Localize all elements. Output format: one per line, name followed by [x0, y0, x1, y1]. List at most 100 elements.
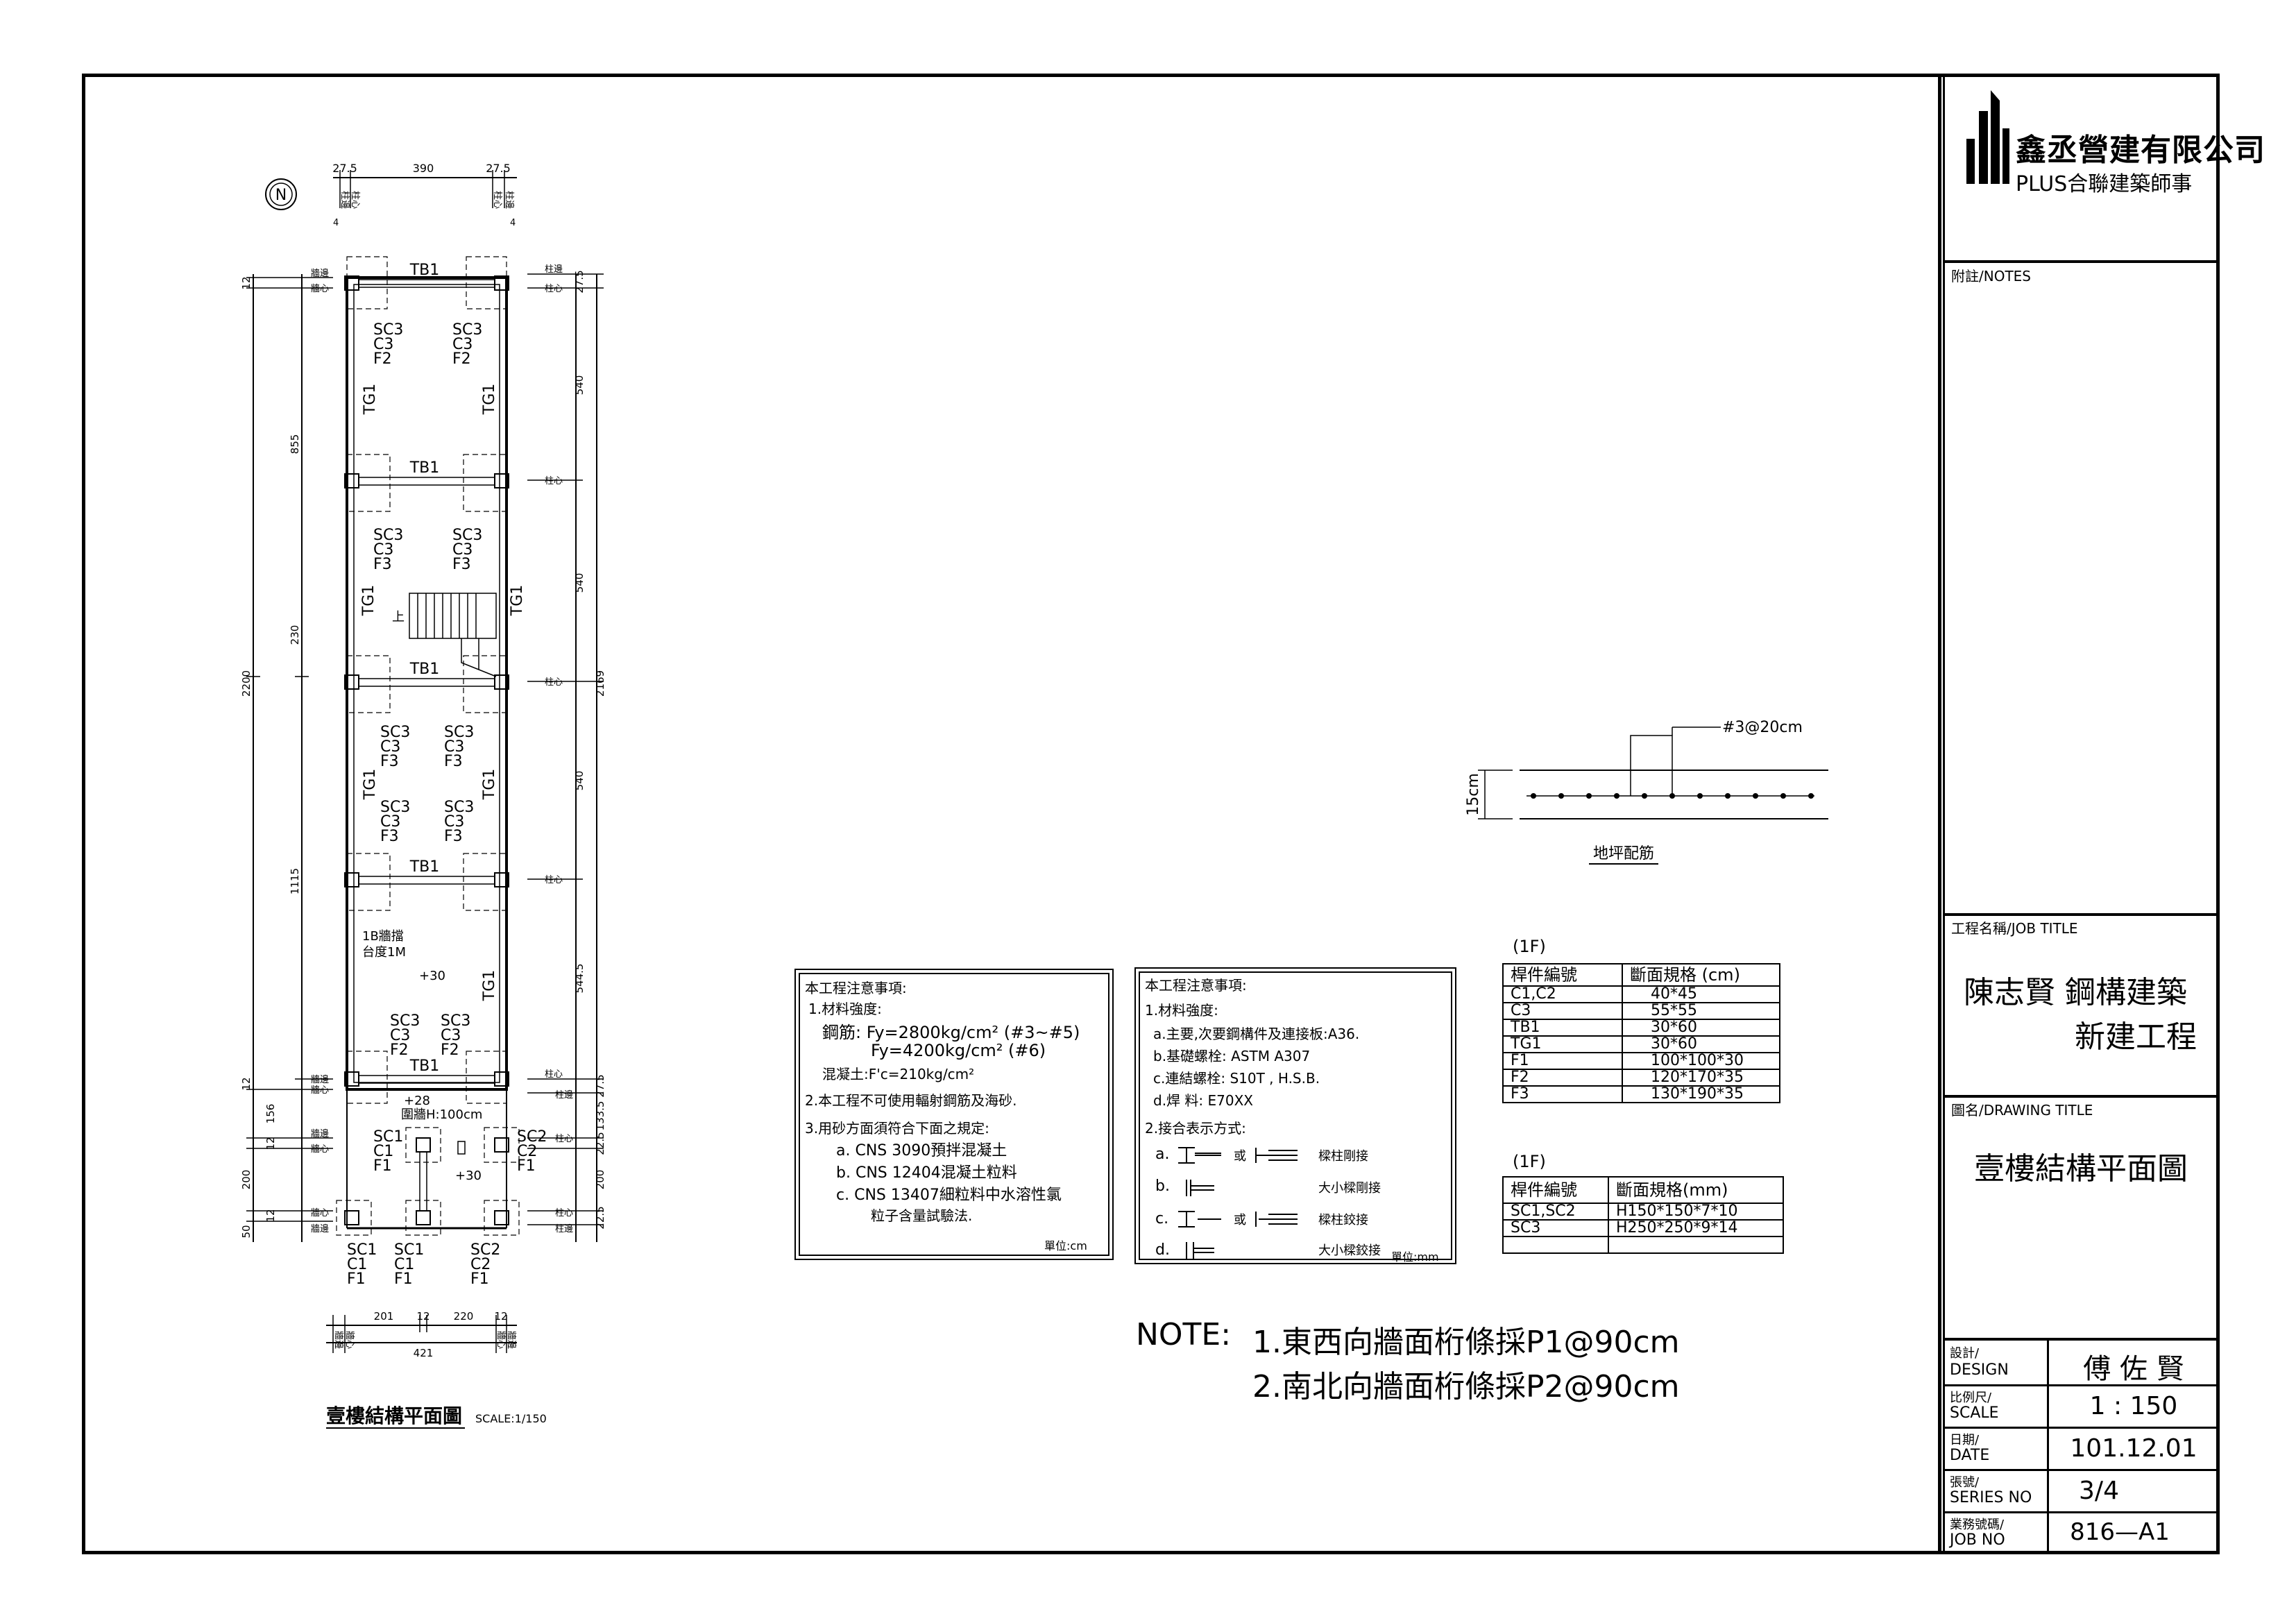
level-28: +28: [404, 1094, 430, 1108]
job-title-label: 工程名稱/JOB TITLE: [1951, 920, 2078, 937]
slab-caption: 地坪配筋: [1593, 845, 1654, 863]
col-label-12b: C2: [517, 1143, 537, 1160]
top-mark-col-edge-1: 柱邊: [339, 191, 350, 209]
joint-symbols: a. 或 樑柱剛接 b. 大小樑剛接 c. 或 樑柱鉸接 d. 大小樑鉸接: [1155, 1146, 1381, 1259]
right-mark-col-center-2: 柱心: [545, 476, 563, 486]
notes-a-line-3: Fy=4200kg/cm² (#6): [871, 1041, 1046, 1060]
col-label-2a: SC3: [452, 321, 482, 339]
notes-a-box: [794, 969, 1114, 1260]
jobno-label-top: 業務號碼/: [1950, 1518, 2005, 1532]
joint-c-mark: c.: [1155, 1210, 1168, 1227]
job-title-line1: 陳志賢 鋼構建築: [1964, 975, 2187, 1010]
series-value: 3/4: [2079, 1477, 2119, 1505]
table-rc-cell: 130*190*35: [1622, 1085, 1780, 1103]
col-label-14c: F1: [394, 1271, 413, 1288]
table-rc-header-1: 桿件編號: [1502, 963, 1623, 987]
left-dim-11: 50: [240, 1225, 253, 1238]
table-steel-cell: H150*150*7*10: [1608, 1203, 1784, 1221]
bottom-mark-wall-center-2: 牆心: [495, 1331, 506, 1349]
girder-label-6: TG1: [481, 769, 498, 800]
table-rc-caption: (1F): [1513, 937, 1546, 956]
joint-c-or: 或: [1234, 1213, 1246, 1227]
top-dim-2: 390: [413, 162, 434, 175]
joint-a-desc: 樑柱剛接: [1318, 1149, 1368, 1164]
notes-b-line-5: d.焊 料: E70XX: [1153, 1092, 1253, 1109]
notes-a-line-2: 鋼筋: Fy=2800kg/cm² (#3~#5): [822, 1023, 1080, 1042]
slab-detail: #3@20cm 15cm 地坪配筋: [1465, 719, 1828, 865]
bottom-dim-total: 421: [414, 1347, 434, 1359]
col-label-6a: SC3: [444, 724, 474, 741]
right-mark-col-center-3: 柱心: [545, 677, 563, 688]
table-rc-cell: TG1: [1502, 1035, 1623, 1053]
col-label-9c: F2: [390, 1042, 409, 1059]
left-mark-wall-center-4: 牆心: [311, 1208, 329, 1218]
right-mark-col-center-4: 柱心: [545, 875, 563, 885]
title-sep-2: [1943, 913, 2220, 916]
col-label-3c: F3: [373, 556, 392, 573]
bottom-mark-wall-center-1: 牆心: [344, 1331, 355, 1349]
col-label-6c: F3: [444, 753, 463, 770]
notes-b-line-6: 2.接合表示方式:: [1145, 1120, 1246, 1137]
level-30a: +30: [419, 969, 445, 983]
series-label-top: 張號/: [1950, 1475, 1980, 1490]
table-rc-cell: F1: [1502, 1052, 1623, 1070]
table-rc-cell: 120*170*35: [1622, 1069, 1780, 1087]
col-label-7c: F3: [380, 828, 399, 845]
notes-b-line-3: b.基礎螺栓: ASTM A307: [1153, 1048, 1311, 1064]
col-label-13a: SC1: [347, 1241, 377, 1259]
top-mark-col-center-1: 柱心: [350, 191, 360, 209]
col-label-6b: C3: [444, 738, 464, 756]
notes-a-line-5: 2.本工程不可使用輻射鋼筋及海砂.: [805, 1092, 1017, 1109]
col-label-1c: F2: [373, 350, 392, 368]
girder-label-2: TG1: [481, 384, 498, 415]
scale-label-top: 比例尺/: [1950, 1391, 1992, 1405]
notes-a-line-1: 1.材料強度:: [808, 1001, 882, 1017]
title-row-sep-3: [1943, 1469, 2220, 1471]
col-label-8c: F3: [444, 828, 463, 845]
height-h: 圍牆H:100cm: [401, 1107, 482, 1122]
table-steel-cell: SC3: [1502, 1219, 1609, 1237]
table-steel-caption: (1F): [1513, 1152, 1546, 1171]
col-label-13c: F1: [347, 1271, 366, 1288]
col-label-11c: F1: [373, 1157, 392, 1175]
scale-value: 1 : 150: [2089, 1392, 2178, 1420]
top-dim-3: 27.5: [486, 162, 511, 175]
company-name: 鑫丞營建有限公司: [2016, 133, 2265, 168]
table-steel-header-1: 桿件編號: [1502, 1176, 1609, 1204]
col-label-11a: SC1: [373, 1128, 403, 1146]
right-dim-1: 27.5: [573, 270, 586, 293]
level-30b: +30: [455, 1169, 482, 1183]
bottom-dim-4: 12: [494, 1310, 507, 1323]
height-note: 台度1M: [362, 945, 406, 960]
notes-b-line-2: a.主要,次要鋼構件及連接板:A36.: [1153, 1026, 1360, 1042]
title-rows-divider: [2047, 1338, 2049, 1554]
beam-label-5: TB1: [409, 1057, 440, 1075]
table-row: [1502, 1236, 1784, 1254]
title-sep-4: [1943, 1338, 2220, 1341]
girder-label-4: TG1: [509, 585, 526, 616]
right-mark-col-center-6: 柱心: [555, 1134, 573, 1144]
col-label-7a: SC3: [380, 799, 410, 816]
left-dim-9: 200: [240, 1170, 253, 1190]
beam-label-3: TB1: [409, 661, 440, 678]
right-dim-7: 27.5: [594, 1074, 606, 1097]
joint-d-mark: d.: [1155, 1241, 1170, 1259]
floor-plan: N 27.5 390 27.5: [240, 162, 606, 1429]
col-label-13b: C1: [347, 1256, 367, 1273]
top-mark-col-edge-2: 柱邊: [504, 191, 514, 209]
notes-a-line-6: 3.用砂方面須符合下面之規定:: [805, 1120, 989, 1137]
bottom-mark-wall-edge-1: 牆邊: [333, 1331, 343, 1349]
girder-label-3: TG1: [360, 585, 377, 616]
notes-a-unit: 單位:cm: [1044, 1239, 1087, 1252]
table-rc-cell: F2: [1502, 1069, 1623, 1087]
col-label-4b: C3: [452, 541, 473, 559]
setback-left: 4: [333, 218, 339, 228]
col-label-1b: C3: [373, 336, 393, 353]
beam-label-4: TB1: [409, 858, 440, 876]
col-label-8b: C3: [444, 813, 464, 831]
scale-label-bottom: SCALE: [1950, 1404, 1999, 1422]
top-mark-col-center-2: 柱心: [492, 191, 502, 209]
